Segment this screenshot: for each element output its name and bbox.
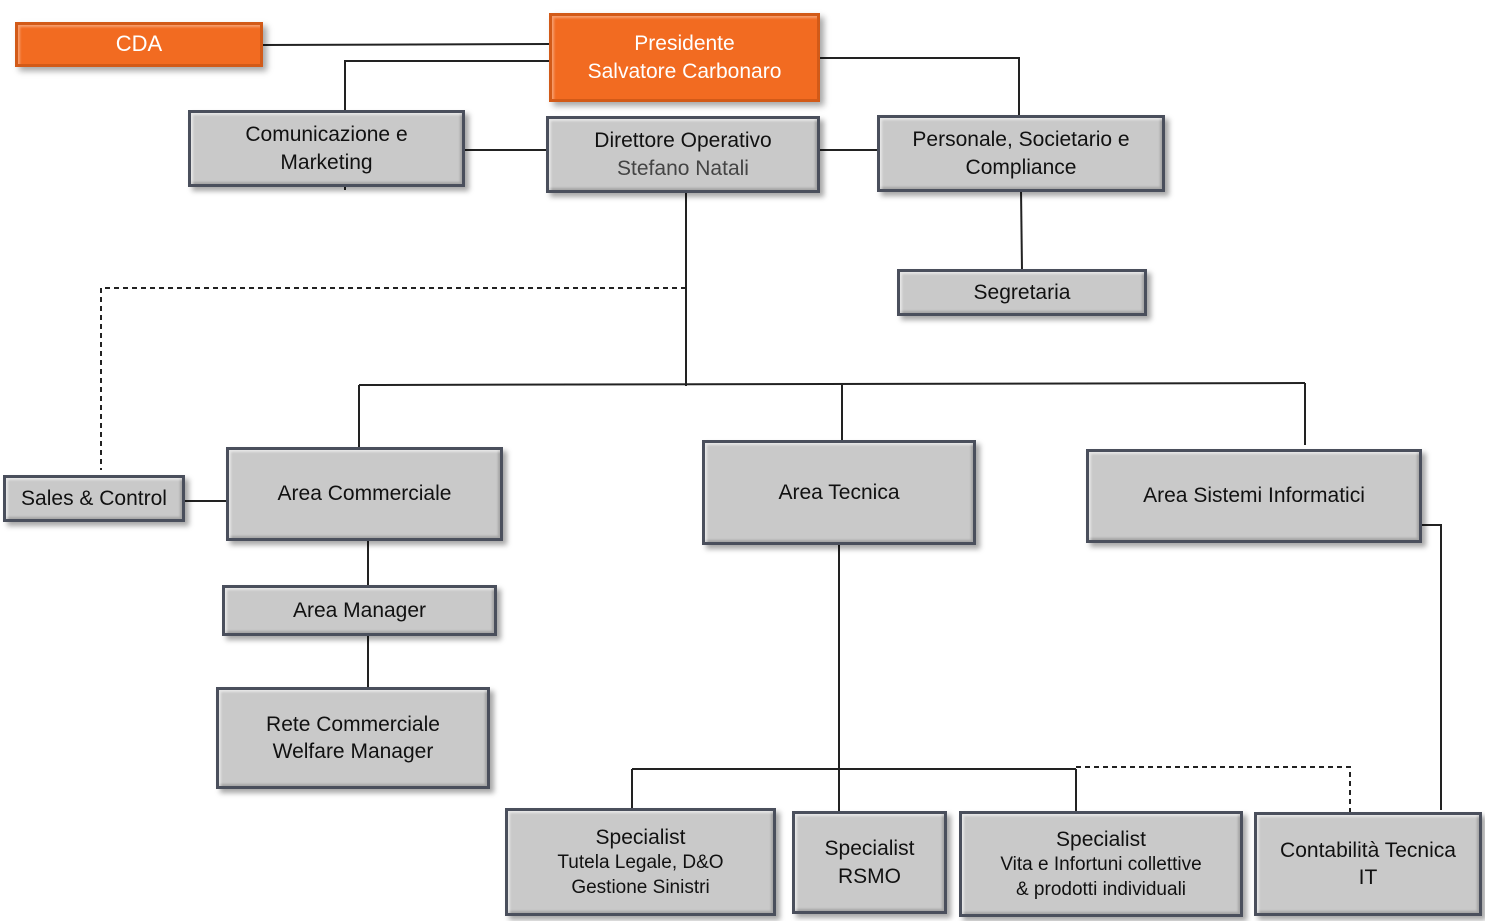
presidente-title: Presidente: [634, 32, 735, 56]
contabilita-line-1: Contabilità Tecnica: [1280, 838, 1456, 862]
area-manager-box: Area Manager: [222, 585, 497, 636]
area-manager-label: Area Manager: [292, 598, 427, 622]
cda-box: CDA: [15, 22, 263, 67]
specialist-tutela-line-1: Specialist: [595, 825, 686, 849]
specialist-vita-box: Specialist Vita e Infortuni collettive &…: [959, 811, 1243, 917]
rete-line-2: Welfare Manager: [272, 740, 434, 763]
contabilita-line-2: IT: [1358, 866, 1378, 889]
rete-commerciale-box: Rete Commerciale Welfare Manager: [216, 687, 490, 789]
comunicazione-box: Comunicazione e Marketing: [188, 110, 465, 187]
rete-line-1: Rete Commerciale: [266, 712, 440, 736]
specialist-rsmo-line-1: Specialist: [824, 837, 915, 861]
presidente-box: Presidente Salvatore Carbonaro: [549, 13, 820, 102]
area-tecnica-label: Area Tecnica: [778, 480, 900, 504]
direttore-title: Direttore Operativo: [594, 129, 772, 153]
cda-label: CDA: [115, 31, 163, 57]
area-sistemi-box: Area Sistemi Informatici: [1086, 449, 1422, 543]
area-commerciale-label: Area Commerciale: [277, 482, 452, 506]
specialist-vita-line-3: & prodotti individuali: [1015, 878, 1187, 900]
personale-line-1: Personale, Societario e: [912, 128, 1130, 152]
sales-control-box: Sales & Control: [3, 475, 185, 522]
specialist-rsmo-line-2: RSMO: [838, 864, 901, 888]
comunicazione-line-1: Comunicazione e: [245, 123, 408, 147]
specialist-vita-line-2: Vita e Infortuni collettive: [1000, 853, 1202, 875]
personale-box: Personale, Societario e Compliance: [877, 115, 1165, 192]
segretaria-box: Segretaria: [897, 269, 1147, 316]
comunicazione-line-2: Marketing: [280, 150, 373, 174]
direttore-box: Direttore Operativo Stefano Natali: [546, 116, 820, 193]
specialist-tutela-line-2: Tutela Legale, D&O: [557, 851, 724, 873]
area-commerciale-box: Area Commerciale: [226, 447, 503, 541]
area-sistemi-label: Area Sistemi Informatici: [1143, 484, 1365, 508]
specialist-tutela-box: Specialist Tutela Legale, D&O Gestione S…: [505, 808, 776, 916]
sales-control-label: Sales & Control: [21, 486, 167, 510]
personale-line-2: Compliance: [965, 155, 1077, 179]
specialist-tutela-line-3: Gestione Sinistri: [571, 876, 710, 898]
specialist-vita-line-1: Specialist: [1056, 827, 1146, 851]
presidente-name: Salvatore Carbonaro: [587, 59, 782, 83]
specialist-rsmo-box: Specialist RSMO: [792, 811, 947, 914]
segretaria-label: Segretaria: [973, 280, 1071, 304]
contabilita-box: Contabilità Tecnica IT: [1254, 812, 1482, 916]
direttore-name: Stefano Natali: [617, 156, 749, 180]
area-tecnica-box: Area Tecnica: [702, 440, 976, 545]
